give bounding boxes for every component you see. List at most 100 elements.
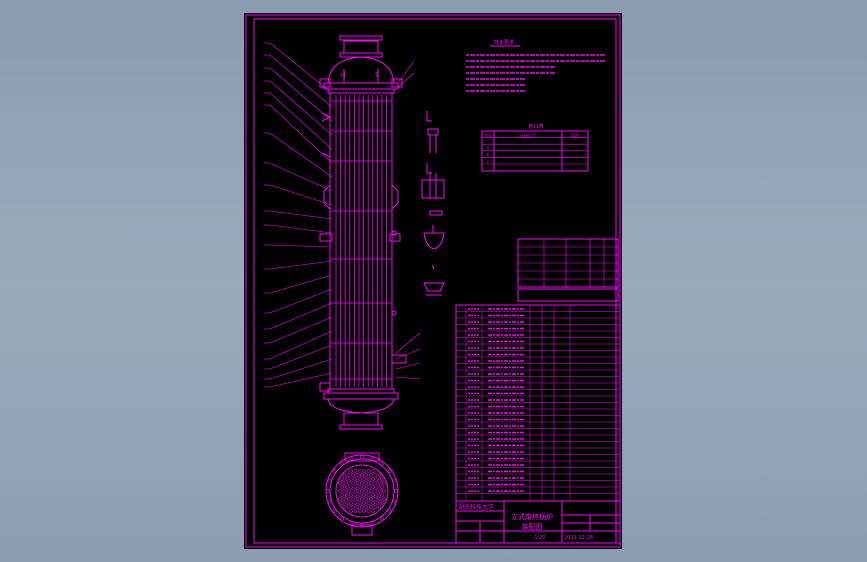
nozzle-table: 管口表 符号 连接尺寸 用途 a b c: [481, 123, 589, 172]
tube-hole: [380, 477, 384, 481]
tube-hole: [347, 505, 351, 509]
bolt-hole: [360, 523, 364, 527]
leader-line: [269, 80, 333, 136]
tube-hole: [366, 509, 371, 513]
leader-line: [269, 358, 333, 380]
leader-line: [269, 42, 333, 94]
leader-line: [269, 288, 333, 314]
bolt-hole: [327, 499, 332, 504]
drawing-frame: [253, 18, 617, 544]
tube-hole: [349, 501, 353, 505]
nozzle-row-b: b: [487, 152, 490, 157]
tube-hole: [373, 497, 377, 501]
drawing-subtitle: 装配图: [522, 522, 543, 531]
bolt-hole: [349, 521, 354, 526]
bolt-hole: [340, 516, 344, 521]
bolt-hole: [394, 489, 398, 493]
tube-hole: [364, 473, 369, 477]
leader-line: [269, 344, 333, 370]
tube-hole: [360, 497, 364, 501]
nozzle-header-symbol: 符号: [484, 132, 492, 138]
tube-hole: [362, 485, 366, 489]
tube-hole: [355, 473, 360, 477]
nozzle-row-c: c: [487, 159, 489, 164]
leader-line: [395, 362, 421, 370]
bolt-hole: [380, 516, 384, 521]
tube-hole: [344, 501, 349, 505]
tube-hole: [342, 481, 347, 485]
tube-hole: [366, 477, 371, 481]
tube-hole: [380, 485, 384, 489]
tube-hole: [347, 473, 351, 477]
tube-hole: [340, 477, 344, 481]
tube-hole: [342, 473, 347, 477]
tube-hole: [353, 477, 358, 481]
tube-hole: [369, 497, 373, 501]
tube-hole: [353, 469, 358, 473]
tube-hole: [347, 497, 351, 501]
title-block: 湖南科技大学 立式废热锅炉 装配图 2011-12-28 1:20: [455, 500, 621, 544]
tube-hole: [364, 505, 369, 509]
tube-hole: [369, 481, 373, 485]
nozzle-header-use: 用途: [571, 132, 579, 138]
tube-hole: [366, 501, 371, 505]
tube-hole: [360, 473, 364, 477]
tube-hole: [375, 501, 380, 505]
tube-hole: [373, 481, 377, 485]
drawing-title: 立式废热锅炉: [511, 512, 553, 521]
tube-hole: [355, 497, 360, 501]
tube-hole: [362, 469, 366, 473]
tube-hole: [364, 497, 369, 501]
tube-hole: [362, 501, 366, 505]
tube-hole: [377, 505, 382, 509]
tube-hole: [371, 485, 375, 489]
leader-line: [395, 376, 421, 380]
tube-hole: [364, 489, 369, 493]
tube-hole: [340, 501, 344, 505]
leader-line: [269, 162, 333, 192]
tube-hole: [369, 489, 373, 493]
leader-line: [269, 54, 333, 108]
bolt-hole: [332, 509, 337, 513]
tube-hole: [342, 489, 347, 493]
tube-hole: [371, 493, 375, 497]
tube-hole: [366, 469, 371, 473]
tube-hole: [364, 481, 369, 485]
leader-line: [269, 104, 333, 164]
tube-hole: [382, 481, 386, 485]
leader-line: [269, 260, 333, 270]
tube-hole: [371, 477, 375, 481]
tube-hole: [362, 509, 366, 513]
tube-hole: [371, 509, 375, 513]
nozzle-row-a: a: [487, 145, 490, 150]
leader-line: [395, 348, 421, 360]
tube-hole: [349, 485, 353, 489]
tube-hole: [344, 485, 349, 489]
tube-hole: [342, 497, 347, 501]
sheet-border: [245, 14, 621, 548]
technical-notes: 技术要求: [466, 39, 606, 92]
bolt-hole: [392, 499, 397, 504]
bolt-hole: [392, 478, 397, 483]
leader-line: [269, 274, 333, 294]
tube-hole: [349, 477, 353, 481]
bolt-hole: [387, 469, 392, 473]
leader-line: [269, 316, 333, 344]
drawing-date: 2011-12-28: [564, 535, 593, 541]
nozzle-table-title: 管口表: [528, 123, 543, 130]
part-leaders: [264, 42, 421, 388]
tube-hole: [358, 501, 362, 505]
leader-line: [269, 224, 333, 234]
tube-hole: [373, 505, 377, 509]
tube-hole: [373, 473, 377, 477]
leader-line: [269, 210, 333, 220]
bolt-hole: [360, 455, 364, 459]
tube-hole: [353, 501, 358, 505]
tube-hole: [362, 493, 366, 497]
bolt-hole: [349, 456, 354, 461]
tube-bundle: [335, 95, 388, 387]
leader-line: [269, 330, 333, 360]
leader-line: [269, 302, 333, 330]
